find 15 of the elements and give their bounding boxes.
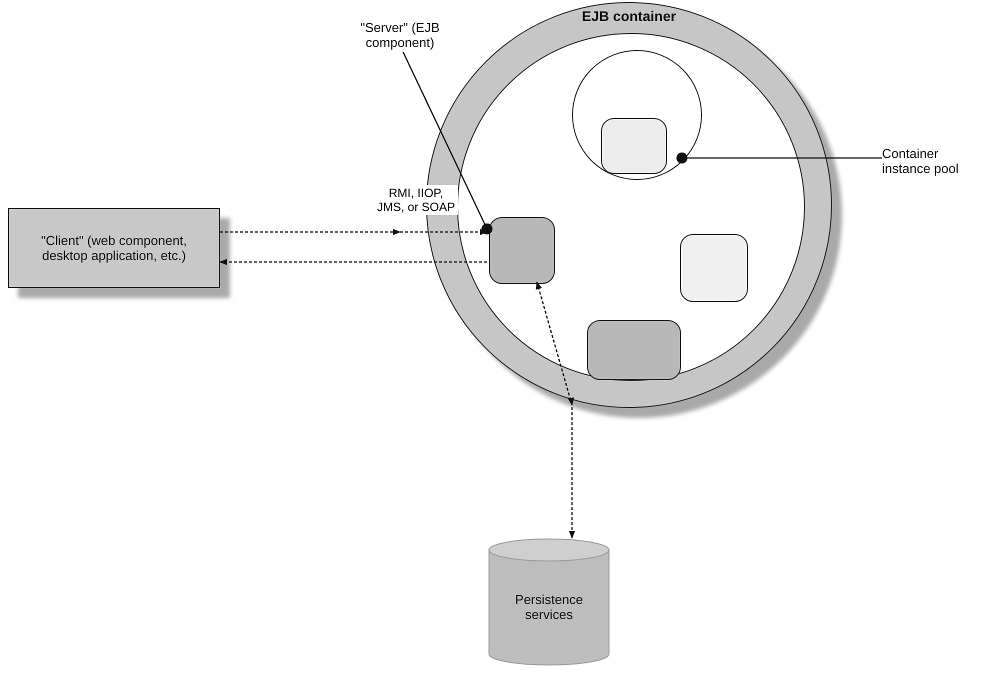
node-label: "Client" (web component, desktop application, etc.) [40, 233, 188, 263]
leader-line [676, 152, 882, 164]
bean-box [680, 234, 748, 302]
bean-box [601, 118, 667, 174]
client-box [8, 208, 220, 288]
edge-label: RMI, IIOP, JMS, or SOAP [374, 185, 458, 215]
bean-box [587, 320, 681, 380]
dashed-arrow [219, 258, 487, 266]
bean-box [489, 217, 555, 284]
container-title: EJB container [580, 9, 678, 24]
callout-text: Container instance pool [882, 146, 960, 176]
callout-text: "Server" (EJB component) [359, 20, 441, 50]
leader-line [402, 52, 492, 234]
dashed-arrow [536, 281, 576, 539]
node-label: Persistence services [514, 592, 584, 622]
